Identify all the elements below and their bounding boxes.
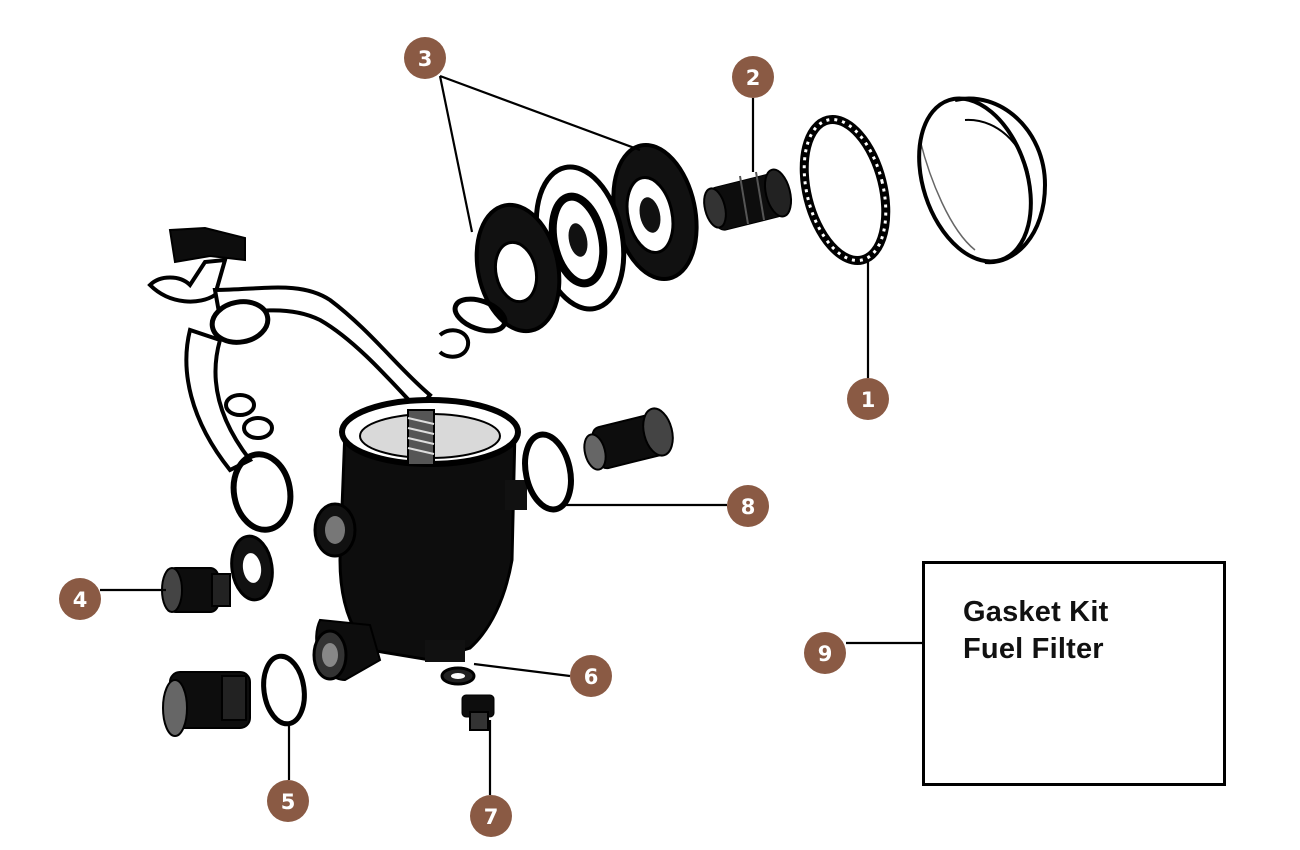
filter-disc-front <box>474 202 562 334</box>
callout-2-label: 2 <box>746 66 761 90</box>
callout-5-circle <box>267 780 309 822</box>
callout-5-label: 5 <box>281 790 296 814</box>
callout-1-label: 1 <box>861 388 876 412</box>
callout-6-circle <box>570 655 612 697</box>
callout-5: 5 <box>267 780 309 822</box>
callout-8-label: 8 <box>741 495 756 519</box>
callout-3-label: 3 <box>418 47 433 71</box>
callout-9: 9 <box>804 632 846 674</box>
callout-1-circle <box>847 378 889 420</box>
spring-clip <box>438 328 471 359</box>
callout-6-label: 6 <box>584 665 599 689</box>
callout-4-circle <box>59 578 101 620</box>
side-gasket <box>230 451 294 533</box>
gasket-kit-box: Gasket Kit Fuel Filter <box>922 561 1226 786</box>
washer-6 <box>440 666 476 686</box>
inlet-union <box>162 671 251 737</box>
callout-2-circle <box>732 56 774 98</box>
gasket-8 <box>522 431 574 513</box>
filter-disc-rear <box>611 142 699 282</box>
kit-title-line-1: Gasket Kit <box>963 596 1109 628</box>
callout-3-circle <box>404 37 446 79</box>
callout-3: 3 <box>404 37 446 79</box>
callout-7-label: 7 <box>484 805 499 829</box>
glass-bowl <box>917 96 1048 265</box>
ring-gasket-1 <box>799 115 891 265</box>
callout-1: 1 <box>847 378 889 420</box>
callout-8-circle <box>727 485 769 527</box>
callout-4-label: 4 <box>73 588 88 612</box>
kit-title-line-2: Fuel Filter <box>963 633 1104 665</box>
callout-6: 6 <box>570 655 612 697</box>
callout-9-label: 9 <box>818 642 833 666</box>
callout-2: 2 <box>732 56 774 98</box>
small-washer <box>452 296 508 334</box>
banjo-plug <box>583 407 674 471</box>
leader-lines <box>100 74 922 795</box>
callout-8: 8 <box>727 485 769 527</box>
filter-body <box>312 397 527 682</box>
retaining-nut-2 <box>703 168 793 231</box>
callout-7-circle <box>470 795 512 837</box>
callout-9-circle <box>804 632 846 674</box>
drain-screw-7 <box>461 694 495 731</box>
washer-near-4 <box>230 534 274 602</box>
mounting-bracket <box>147 226 433 473</box>
gasket-5 <box>261 653 307 727</box>
callout-4: 4 <box>59 578 101 620</box>
callout-7: 7 <box>470 795 512 837</box>
drain-plug-4 <box>161 567 231 613</box>
